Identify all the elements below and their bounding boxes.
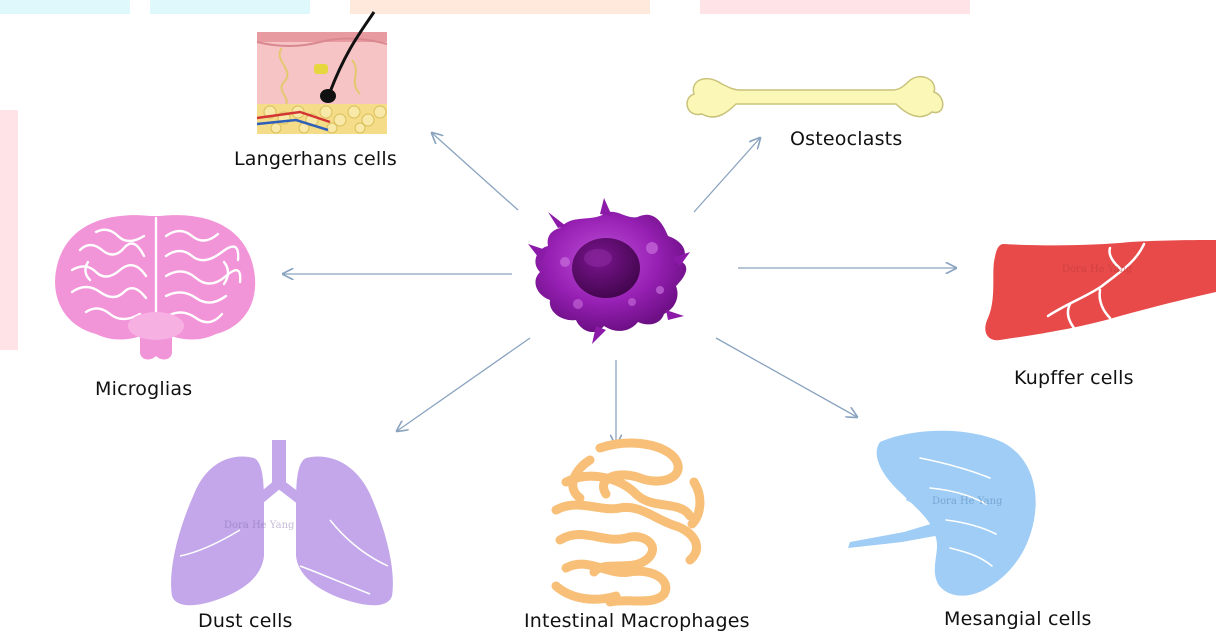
bone-icon (687, 77, 943, 117)
macrophage-icon (528, 198, 690, 344)
macrophage-nucleus (572, 238, 640, 298)
intestinal-label: Intestinal Macrophages (524, 610, 750, 632)
arrow-to-mesangial (716, 338, 857, 417)
arrow-to-dust (397, 338, 530, 431)
osteoclasts-label: Osteoclasts (790, 128, 902, 150)
kupffer-watermark: Dora He Yang (1062, 264, 1133, 275)
arrow-to-langerhans (432, 133, 518, 210)
arrow-to-osteoclasts (694, 138, 760, 212)
intestine-icon (556, 443, 700, 602)
kupffer-label: Kupffer cells (1014, 367, 1134, 389)
liver-icon: Dora He Yang (985, 240, 1216, 340)
mesangial-label: Mesangial cells (944, 608, 1092, 630)
microglias-label: Microglias (95, 378, 192, 400)
skin-icon (257, 12, 387, 134)
langerhans-label: Langerhans cells (234, 148, 397, 170)
lungs-watermark: Dora He Yang (224, 520, 295, 531)
lungs-icon: Dora He Yang (171, 440, 393, 605)
brain-icon (55, 215, 255, 359)
spleen-watermark: Dora He Yang (932, 496, 1003, 507)
kidney-icon: Dora He Yang (848, 431, 1036, 596)
dust-label: Dust cells (198, 610, 293, 632)
